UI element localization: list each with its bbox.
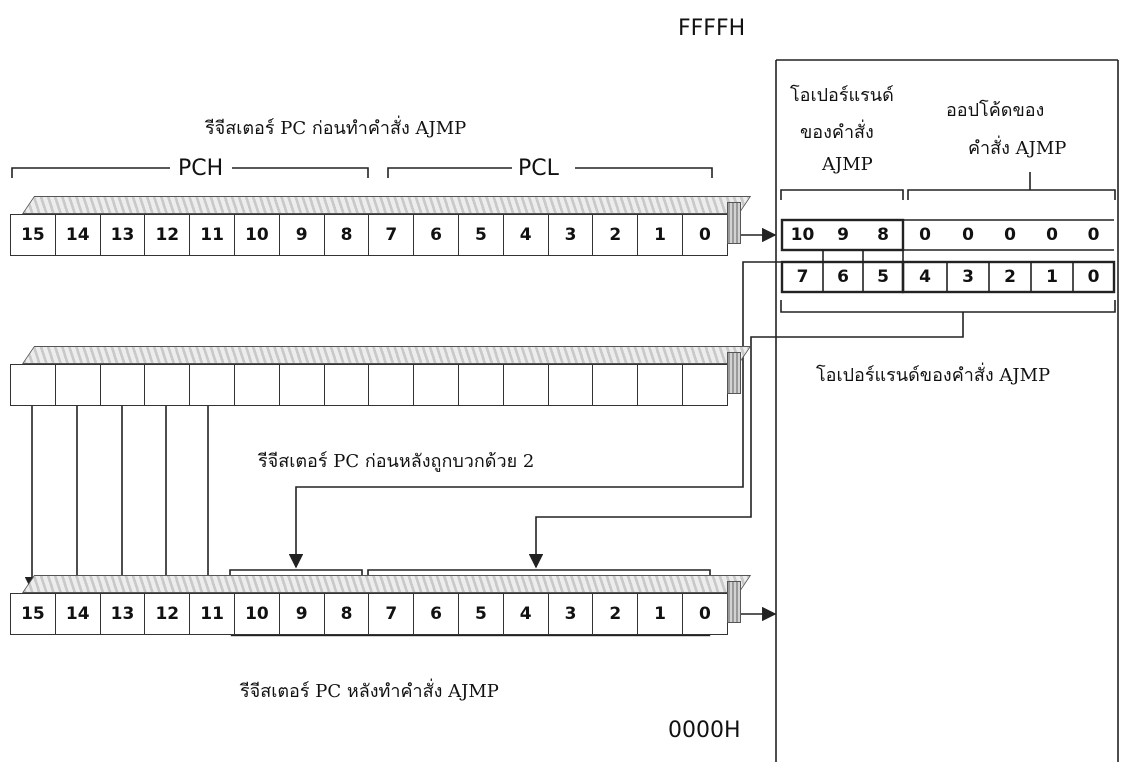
incremented-bit-0 bbox=[10, 364, 56, 406]
operand-row-cell-6: 1 bbox=[1031, 262, 1073, 292]
incremented-bit-3 bbox=[144, 364, 190, 406]
operand-row-cell-3: 4 bbox=[903, 262, 947, 292]
before-bit-12: 3 bbox=[548, 214, 594, 256]
incremented-bit-9 bbox=[413, 364, 459, 406]
incremented-bit-1 bbox=[55, 364, 101, 406]
incremented-bit-13 bbox=[592, 364, 638, 406]
operand-header-line2: ของคำสั่ง bbox=[800, 117, 874, 146]
opcode-row-cell-4: 0 bbox=[947, 220, 989, 250]
incremented-bit-7 bbox=[324, 364, 370, 406]
before-bit-4: 11 bbox=[189, 214, 235, 256]
before-bit-6: 9 bbox=[279, 214, 325, 256]
before-bit-5: 10 bbox=[234, 214, 280, 256]
after-bit-9: 6 bbox=[413, 593, 459, 635]
after-bit-2: 13 bbox=[100, 593, 146, 635]
incremented-bit-4 bbox=[189, 364, 235, 406]
incremented-register-caption: รีจีสเตอร์ PC ก่อนหลังถูกบวกด้วย 2 bbox=[258, 446, 534, 475]
incremented-bit-14 bbox=[637, 364, 683, 406]
after-bit-8: 7 bbox=[368, 593, 414, 635]
operand-header-line1: โอเปอร์แรนด์ bbox=[790, 80, 894, 109]
opcode-row-cell-6: 0 bbox=[1031, 220, 1073, 250]
opcode-row-cell-0: 10 bbox=[782, 220, 823, 250]
pcl-label: PCL bbox=[518, 156, 559, 181]
before-bit-15: 0 bbox=[682, 214, 728, 256]
operand-row-cell-7: 0 bbox=[1073, 262, 1114, 292]
before-register-side-face bbox=[727, 202, 741, 244]
incremented-register-side-face bbox=[727, 352, 741, 394]
before-register-top-face bbox=[22, 196, 751, 214]
after-bit-3: 12 bbox=[144, 593, 190, 635]
before-register-caption: รีจีสเตอร์ PC ก่อนทำคำสั่ง AJMP bbox=[205, 113, 466, 142]
opcode-row-cell-2: 8 bbox=[863, 220, 903, 250]
before-bit-2: 13 bbox=[100, 214, 146, 256]
after-bit-12: 3 bbox=[548, 593, 594, 635]
after-register-top-face bbox=[22, 575, 751, 593]
opcode-header-line2: คำสั่ง AJMP bbox=[968, 133, 1066, 162]
incremented-register-top-face bbox=[22, 346, 751, 364]
operand-row-cell-1: 6 bbox=[823, 262, 863, 292]
memory-top-address: FFFFH bbox=[678, 16, 745, 41]
after-bit-10: 5 bbox=[458, 593, 504, 635]
connector-high-bits bbox=[296, 262, 843, 567]
before-bit-14: 1 bbox=[637, 214, 683, 256]
incremented-bit-10 bbox=[458, 364, 504, 406]
after-bit-13: 2 bbox=[592, 593, 638, 635]
before-bit-9: 6 bbox=[413, 214, 459, 256]
before-bit-7: 8 bbox=[324, 214, 370, 256]
incremented-bit-11 bbox=[503, 364, 549, 406]
incremented-bit-8 bbox=[368, 364, 414, 406]
incremented-bit-15 bbox=[682, 364, 728, 406]
operand-row-cell-0: 7 bbox=[782, 262, 823, 292]
operand-caption: โอเปอร์แรนด์ของคำสั่ง AJMP bbox=[816, 360, 1050, 389]
opcode-bracket bbox=[908, 172, 1115, 200]
pch-label: PCH bbox=[178, 156, 223, 181]
after-bit-6: 9 bbox=[279, 593, 325, 635]
operand-bottom-bracket bbox=[781, 300, 1115, 312]
incremented-bit-6 bbox=[279, 364, 325, 406]
opcode-row-cell-1: 9 bbox=[823, 220, 863, 250]
after-bit-15: 0 bbox=[682, 593, 728, 635]
operand-header-line3: AJMP bbox=[822, 154, 873, 175]
before-bit-11: 4 bbox=[503, 214, 549, 256]
before-bit-10: 5 bbox=[458, 214, 504, 256]
before-bit-13: 2 bbox=[592, 214, 638, 256]
opcode-row-cell-7: 0 bbox=[1073, 220, 1114, 250]
opcode-row-cell-3: 0 bbox=[903, 220, 947, 250]
operand-row-cell-2: 5 bbox=[863, 262, 903, 292]
opcode-row-cell-5: 0 bbox=[989, 220, 1031, 250]
incremented-bit-12 bbox=[548, 364, 594, 406]
after-register-side-face bbox=[727, 581, 741, 623]
after-bit-11: 4 bbox=[503, 593, 549, 635]
before-bit-3: 12 bbox=[144, 214, 190, 256]
after-bit-1: 14 bbox=[55, 593, 101, 635]
incremented-bit-5 bbox=[234, 364, 280, 406]
operand-row-cell-4: 3 bbox=[947, 262, 989, 292]
after-bit-14: 1 bbox=[637, 593, 683, 635]
after-bit-5: 10 bbox=[234, 593, 280, 635]
operand-bracket bbox=[781, 190, 903, 200]
opcode-header-line1: ออปโค้ดของ bbox=[946, 95, 1044, 124]
memory-bottom-address: 0000H bbox=[668, 718, 741, 743]
operand-row-cell-5: 2 bbox=[989, 262, 1031, 292]
before-bit-0: 15 bbox=[10, 214, 56, 256]
before-bit-1: 14 bbox=[55, 214, 101, 256]
after-bit-4: 11 bbox=[189, 593, 235, 635]
after-bit-0: 15 bbox=[10, 593, 56, 635]
incremented-bit-2 bbox=[100, 364, 146, 406]
after-bit-7: 8 bbox=[324, 593, 370, 635]
before-bit-8: 7 bbox=[368, 214, 414, 256]
after-register-caption: รีจีสเตอร์ PC หลังทำคำสั่ง AJMP bbox=[240, 676, 499, 705]
